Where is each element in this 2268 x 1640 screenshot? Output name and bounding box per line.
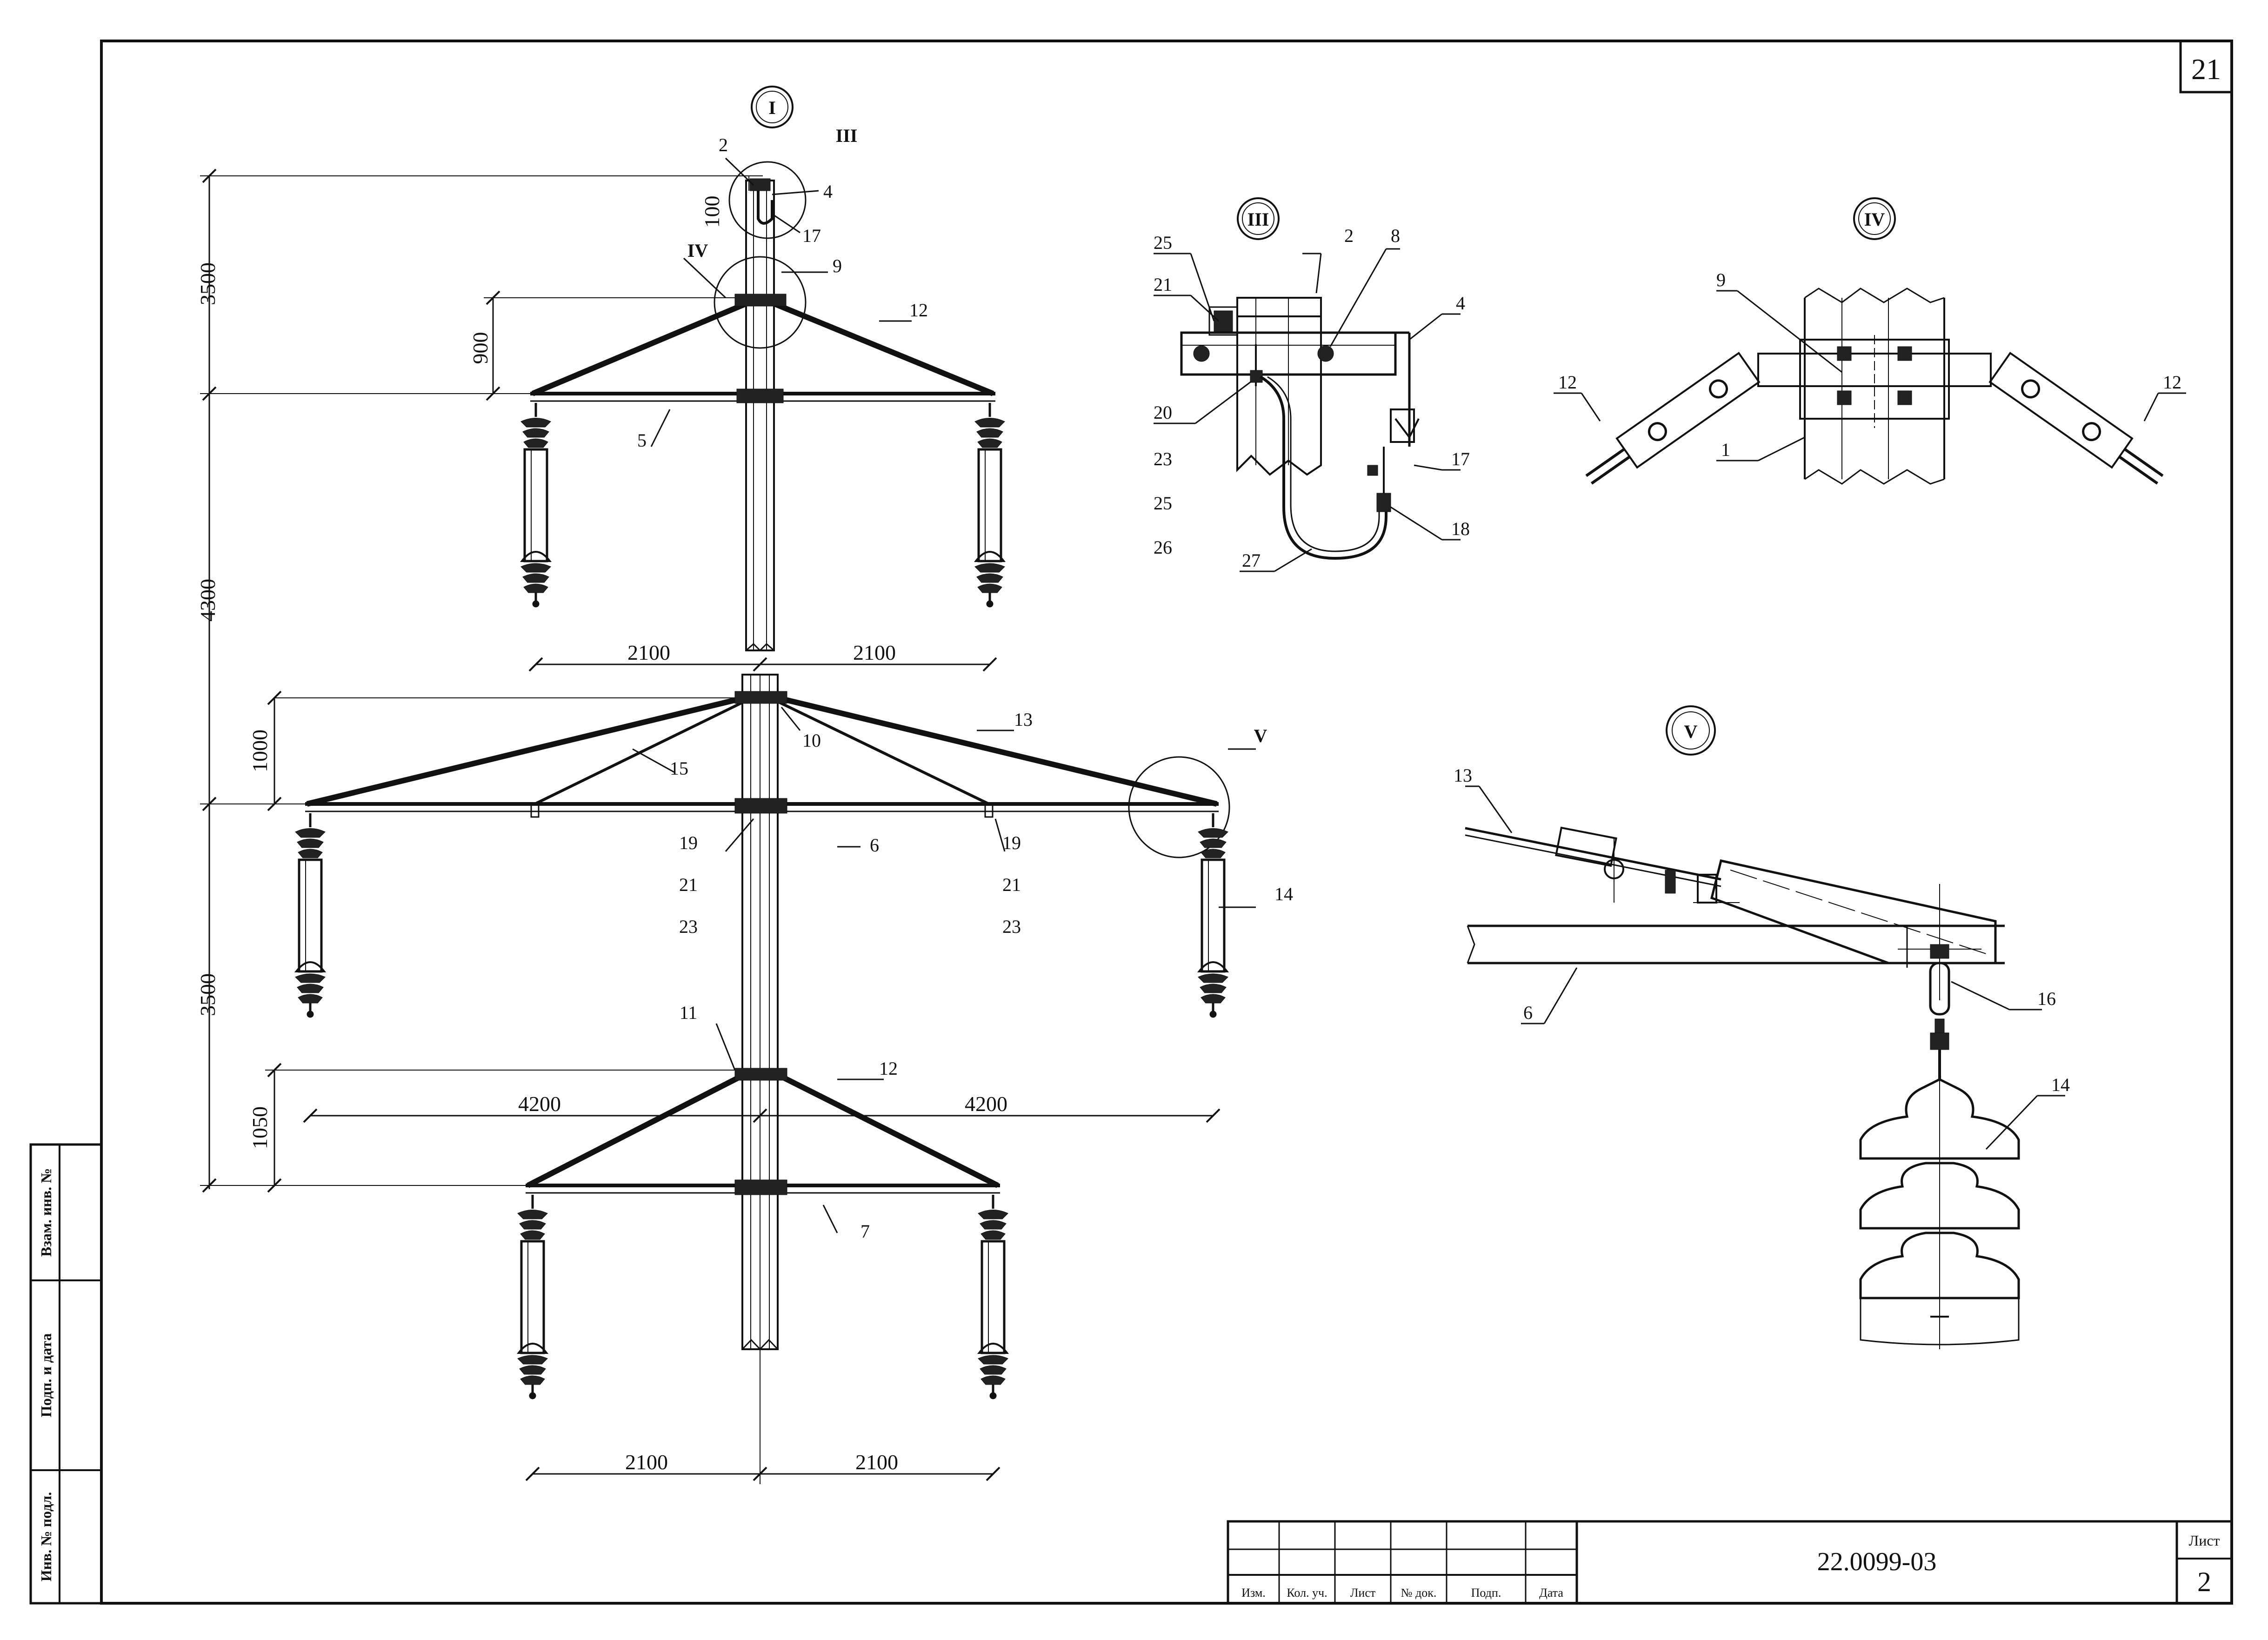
d5-callout-6: 6 <box>1523 1002 1533 1023</box>
tb-designation: 22.0099-03 <box>1817 1547 1937 1576</box>
sheet-number: 21 <box>2191 53 2221 86</box>
callout-12-top: 12 <box>909 300 928 321</box>
d3-callout-4: 4 <box>1456 293 1465 314</box>
d3-callout-26: 26 <box>1154 537 1172 558</box>
dim-4200-left: 4200 <box>518 1092 561 1116</box>
tb-col-doc: № док. <box>1401 1586 1437 1600</box>
detail-circle-iii <box>728 161 807 239</box>
tb-sheet-label: Лист <box>2188 1532 2220 1549</box>
tb-col-podp: Подп. <box>1471 1586 1501 1600</box>
callout-11: 11 <box>680 1002 698 1023</box>
callout-15: 15 <box>670 758 688 779</box>
d4-callout-12-left: 12 <box>1558 372 1577 393</box>
detail-iv-ref: IV <box>687 240 708 261</box>
tb-col-list: Лист <box>1350 1586 1375 1600</box>
side-inv-no: Инв. № подл. <box>38 1492 54 1581</box>
dim-1000: 1000 <box>248 730 272 772</box>
d3-callout-21: 21 <box>1154 274 1172 295</box>
callout-17: 17 <box>802 225 821 246</box>
dim-2100-top-left: 2100 <box>627 641 670 664</box>
d3-callout-18: 18 <box>1451 518 1470 539</box>
callout-19-left: 19 <box>679 832 698 853</box>
detail-iii-title: III <box>1247 209 1269 230</box>
sheet-frame <box>100 40 2233 1605</box>
callout-7: 7 <box>861 1221 870 1242</box>
dim-4300: 4300 <box>196 579 220 622</box>
d3-callout-25-top: 25 <box>1154 232 1172 253</box>
d3-callout-8: 8 <box>1391 225 1400 246</box>
callout-23-right: 23 <box>1002 916 1021 937</box>
callout-12-bottom: 12 <box>879 1058 898 1079</box>
callout-19-right: 19 <box>1002 832 1021 853</box>
detail-v-labels: V 13 6 16 14 <box>1454 721 2070 1095</box>
dim-900: 900 <box>468 332 492 364</box>
d4-callout-9: 9 <box>1716 269 1726 290</box>
sheet-number-box <box>2179 40 2233 94</box>
d3-callout-23: 23 <box>1154 448 1172 469</box>
d3-callout-20: 20 <box>1154 402 1172 423</box>
d3-callout-2: 2 <box>1344 225 1354 246</box>
callout-10: 10 <box>802 730 821 751</box>
callout-14: 14 <box>1274 884 1293 904</box>
d5-callout-14: 14 <box>2051 1074 2070 1095</box>
dim-3500-top: 3500 <box>196 262 220 305</box>
main-view <box>200 157 1256 1484</box>
tb-sheet-value: 2 <box>2197 1566 2211 1597</box>
tb-col-kol: Кол. уч. <box>1287 1586 1327 1600</box>
callout-4: 4 <box>823 181 833 202</box>
detail-v-ref: V <box>1254 725 1267 746</box>
dim-100: 100 <box>700 196 724 228</box>
d4-callout-12-right: 12 <box>2163 372 2181 393</box>
callout-21-left: 21 <box>679 874 698 895</box>
side-sign-date: Подп. и дата <box>38 1333 54 1418</box>
side-replace-inv: Взам. инв. № <box>38 1168 54 1257</box>
callout-2: 2 <box>719 134 728 155</box>
dim-2100-bottom-right: 2100 <box>855 1450 898 1474</box>
d3-callout-25-bottom: 25 <box>1154 493 1172 514</box>
pole <box>741 180 779 1351</box>
detail-v <box>1465 705 2065 1349</box>
callout-9: 9 <box>833 255 842 276</box>
callout-5: 5 <box>637 430 647 451</box>
detail-iv-labels: IV 9 12 12 1 <box>1558 209 2181 460</box>
dim-2100-bottom-left: 2100 <box>625 1450 668 1474</box>
detail-iii-ref: III <box>836 125 858 146</box>
d5-callout-16: 16 <box>2037 988 2056 1009</box>
detail-circle-v <box>1128 756 1230 858</box>
title-block: Изм. Кол. уч. Лист № док. Подп. Дата 22.… <box>1227 1520 2233 1605</box>
detail-iii <box>1154 197 1461 572</box>
view-i-label: I <box>768 97 776 118</box>
main-view-labels: I III IV V 3500 100 900 4300 1000 3500 1… <box>196 86 1293 1474</box>
detail-iii-labels: III 25 2 21 8 4 20 23 25 26 17 18 27 <box>1154 209 1470 571</box>
tb-col-date: Дата <box>1539 1586 1563 1600</box>
d3-callout-17: 17 <box>1451 448 1470 469</box>
detail-iv-title: IV <box>1864 209 1885 230</box>
callout-13: 13 <box>1014 709 1033 730</box>
callout-21-right: 21 <box>1002 874 1021 895</box>
d4-callout-1: 1 <box>1721 439 1730 460</box>
tb-col-izm: Изм. <box>1241 1586 1266 1600</box>
callout-6: 6 <box>870 835 879 856</box>
detail-circle-iv <box>714 256 807 349</box>
detail-iv <box>1554 197 2186 485</box>
dim-2100-top-right: 2100 <box>853 641 896 664</box>
d5-callout-13: 13 <box>1454 765 1472 786</box>
dim-3500-bottom: 3500 <box>196 973 220 1016</box>
dim-4200-right: 4200 <box>965 1092 1007 1116</box>
d3-callout-27: 27 <box>1242 550 1261 571</box>
side-stamp: Инв. № подл. Подп. и дата Взам. инв. № <box>29 1143 103 1605</box>
callout-23-left: 23 <box>679 916 698 937</box>
detail-v-title: V <box>1684 721 1698 742</box>
dim-1050: 1050 <box>248 1106 272 1149</box>
